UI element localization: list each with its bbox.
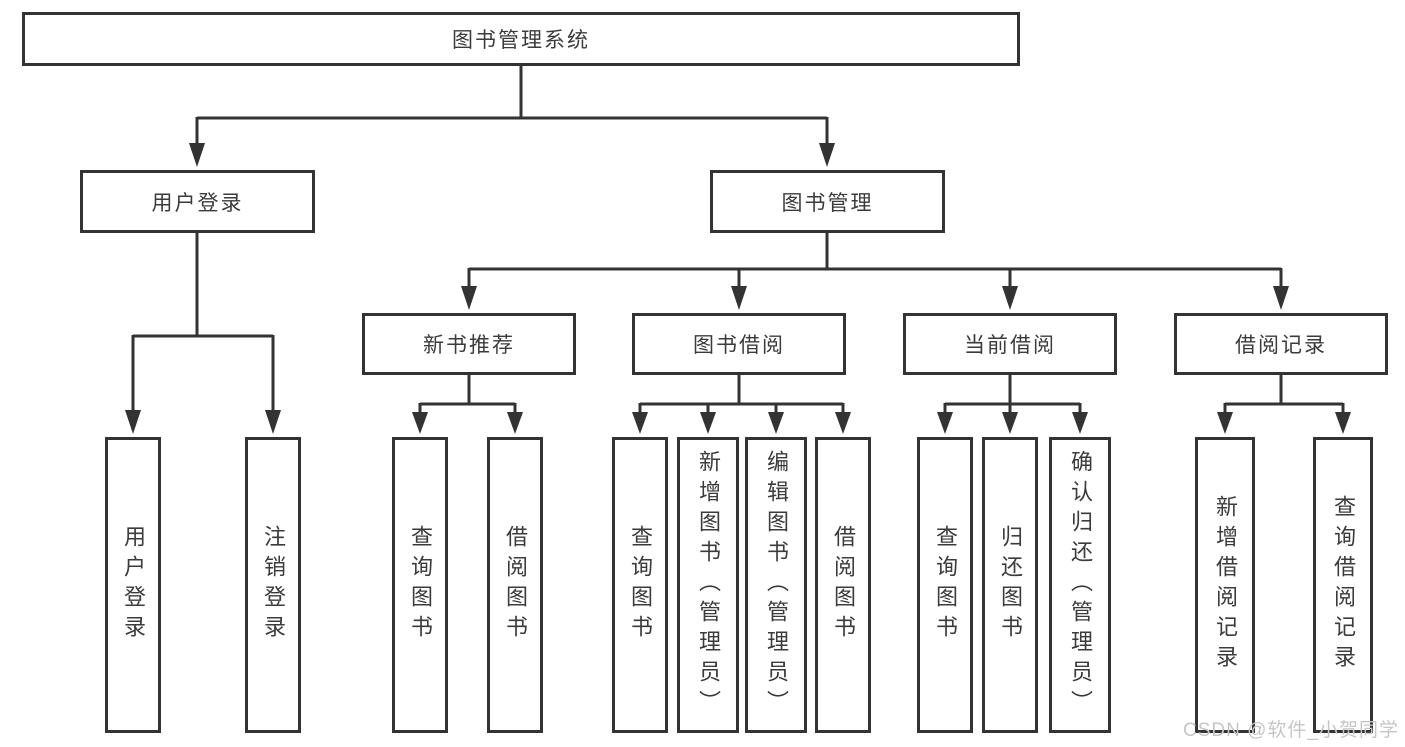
node-label: 查询图书	[628, 525, 653, 645]
node-label: 编辑图书（管理员）	[764, 450, 789, 720]
leaf-query-books-current: 查询图书	[917, 437, 973, 733]
node-label: 借阅记录	[1235, 334, 1327, 357]
node-label: 借阅图书	[831, 525, 856, 645]
leaf-query-borrow-record: 查询借阅记录	[1313, 437, 1373, 733]
node-label: 新书推荐	[423, 334, 515, 357]
leaf-borrow-books-borrowing: 借阅图书	[815, 437, 871, 733]
node-label: 图书管理系统	[452, 29, 590, 52]
leaf-edit-book-admin: 编辑图书（管理员）	[745, 437, 807, 733]
node-label: 当前借阅	[964, 334, 1056, 357]
leaf-add-book-admin: 新增图书（管理员）	[677, 437, 739, 733]
node-label: 用户登录	[151, 191, 244, 215]
leaf-confirm-return-admin: 确认归还（管理员）	[1049, 437, 1111, 733]
node-label: 图书借阅	[693, 334, 785, 357]
leaf-borrow-books-recommend: 借阅图书	[487, 437, 543, 733]
node-label: 注销登录	[261, 525, 286, 645]
node-label: 新增借阅记录	[1213, 495, 1238, 675]
node-label: 查询图书	[933, 525, 958, 645]
leaf-logout: 注销登录	[245, 437, 301, 733]
leaf-return-books: 归还图书	[982, 437, 1038, 733]
node-borrowing-records: 借阅记录	[1174, 313, 1388, 375]
leaf-user-login: 用户登录	[105, 437, 161, 733]
node-current-borrowing: 当前借阅	[903, 313, 1117, 375]
node-book-borrowing: 图书借阅	[632, 313, 846, 375]
node-label: 确认归还（管理员）	[1068, 450, 1093, 720]
node-user-login: 用户登录	[80, 170, 315, 233]
node-label: 新增图书（管理员）	[696, 450, 721, 720]
node-label: 查询借阅记录	[1331, 495, 1356, 675]
node-label: 借阅图书	[503, 525, 528, 645]
node-book-management: 图书管理	[710, 170, 945, 233]
csdn-watermark: CSDN @软件_小贺同学	[1183, 720, 1399, 741]
node-root-system: 图书管理系统	[22, 12, 1020, 66]
node-label: 用户登录	[121, 525, 146, 645]
leaf-query-books-recommend: 查询图书	[392, 437, 448, 733]
node-label: 查询图书	[408, 525, 433, 645]
node-label: 归还图书	[998, 525, 1023, 645]
leaf-add-borrow-record: 新增借阅记录	[1195, 437, 1255, 733]
node-new-book-recommend: 新书推荐	[362, 313, 576, 375]
leaf-query-books-borrowing: 查询图书	[612, 437, 668, 733]
node-label: 图书管理	[781, 191, 874, 215]
